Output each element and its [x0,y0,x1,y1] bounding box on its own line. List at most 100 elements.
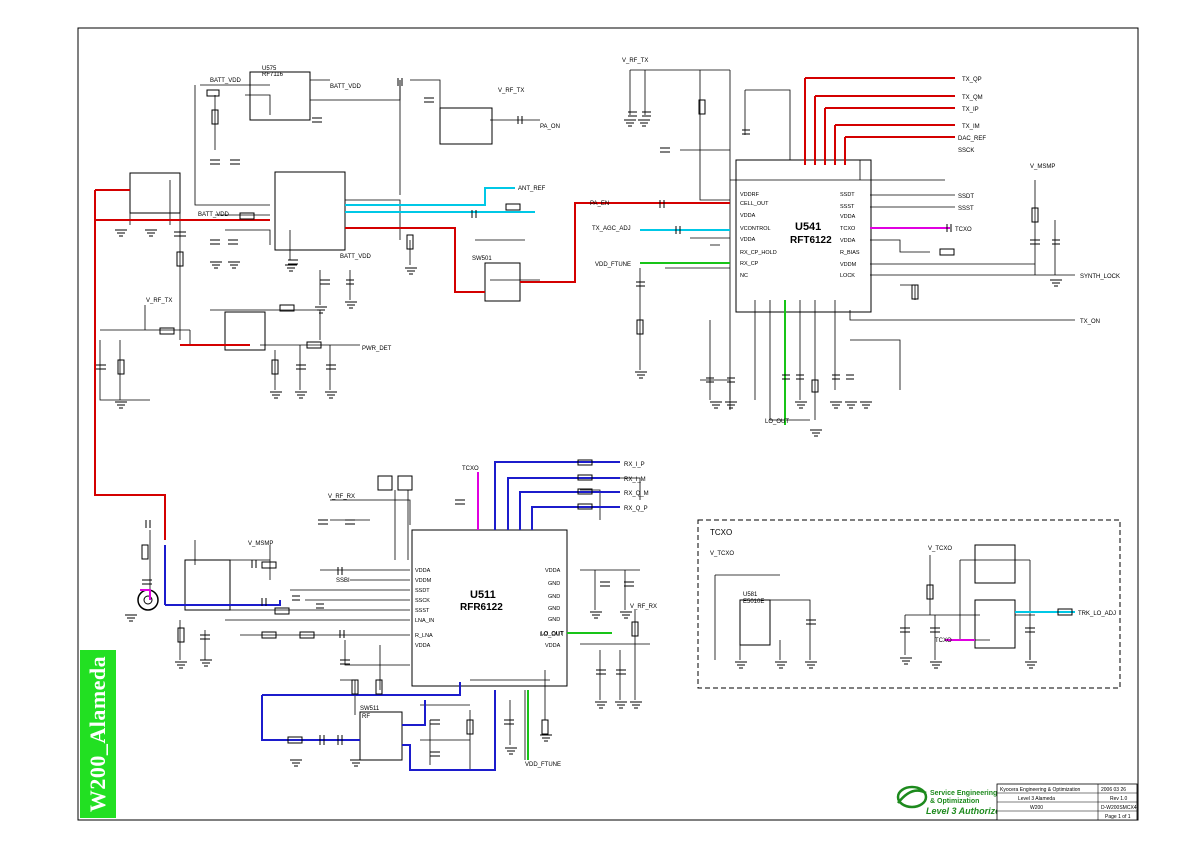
net-v-rf-tx-b: V_RF_TX [498,88,524,94]
u541-pin-7: RX_CP [740,261,759,267]
net-tx-agc-adj: TX_AGC_ADJ [592,226,631,232]
net-batt-vdd-a: BATT_VDD [210,78,242,84]
sw511-ref: SW511 [360,706,380,712]
net-ssck: SSCK [958,148,974,154]
sheet-banner: W200_Alameda [80,650,116,818]
u541-ref: U541 [795,221,821,233]
net-v-msmp-a: V_MSMP [1030,164,1055,170]
u541-pin-r2: SSST [840,204,855,210]
u573-body [129,172,181,214]
u511-pin-1: VDDA [415,568,431,574]
net-pa-en: PA_EN [590,201,609,207]
component-bodies [129,71,1016,761]
u541-pin-r4: TCXO [840,226,856,232]
title-row3-left: W200 [1030,805,1043,811]
net-v-rf-rx-a: V_RF_RX [328,494,355,500]
sheet-frame [77,27,1139,821]
u511-ref: U511 [470,589,496,601]
u511-pin-6: LNA_IN [415,618,434,624]
u541-pin-r3: VDDA [840,214,856,220]
u511-pin-8: VDDA [415,643,431,649]
green-nets [527,262,786,760]
net-synth-lock: SYNTH_LOCK [1080,274,1120,280]
net-tx-qp: TX_QP [962,77,982,83]
tcxo-dashed-box [697,519,1121,689]
net-tx-ip: TX_IP [962,107,979,113]
net-batt-vdd-b: BATT_VDD [330,84,362,90]
logo-ring-icon [896,785,928,809]
logo-line3: Level 3 Authorized [926,806,1006,816]
net-rx-ip: RX_I_P [624,462,645,468]
net-pa-on: PA_ON [540,124,560,130]
u511-pin-r3: GND [548,594,560,600]
net-lo-out: LO_OUT [765,419,789,425]
u511-pin-r1: VDDA [545,568,561,574]
net-pwr-det: PWR_DET [362,346,392,352]
sw511-body [359,711,403,761]
u511-pin-r7: VDDA [545,643,561,649]
ant-connector [137,589,159,611]
u511-pin-2: VDDM [415,578,432,584]
u581-part: E5010E [743,599,764,605]
net-trk-lo-adj: TRK_LO_ADJ [1078,611,1116,617]
net-v-rf-tx-a: V_RF_TX [622,58,648,64]
passive-marks [96,78,1073,757]
u541-pin-5: VDDA [740,237,756,243]
tcxo-box-label: TCXO [710,528,732,537]
u575-ref: U575 [262,66,277,72]
title-row3-right: D-W200SMCX4 [1101,805,1137,811]
u541-part: RFT6122 [790,235,832,246]
u541-pin-r8: LOCK [840,273,855,279]
u574-body [274,171,346,251]
net-batt-vdd-c: BATT_VDD [198,212,230,218]
u541-pin-r5: VDDA [840,238,856,244]
net-lo-out-b: LO_OUT [540,632,564,638]
u541-pin-6: RX_CP_HOLD [740,250,777,256]
u511-pin-r4: GND [548,606,560,612]
filter-body [184,559,231,611]
sw501-ref: SW501 [472,256,492,262]
net-dac-ref: DAC_REF [958,136,986,142]
sw501-body [484,262,521,302]
net-ssbi: SSBI [336,578,350,584]
net-tx-qm: TX_QM [962,95,983,101]
black-wires [99,69,1075,770]
title-row1-right: 2006 03 26 [1101,787,1126,793]
logo: Service Engineering & Optimization Level… [896,785,1006,816]
net-v-rf-tx-c: V_RF_TX [146,298,172,304]
u511-body [411,529,568,687]
net-labels: TX_QP TX_QM TX_IP TX_IM DAC_REF SSCK SSD… [146,58,1120,768]
u575-part: RF7116 [262,72,284,78]
cyan-nets [345,187,1075,613]
net-vdd-ftune-b: VDD_FTUNE [525,762,561,768]
u541-body [735,159,872,313]
u541-pin-r7: VDDM [840,262,857,268]
u541-pin-2: CELL_OUT [740,201,769,207]
u511-pin-5: SSST [415,608,430,614]
net-tcxo-c: TCXO [462,466,479,472]
net-rx-im: RX_I_M [624,477,646,483]
u511-part: RFR6122 [460,602,503,613]
u577-body [224,311,266,351]
u541-pin-8: NC [740,273,748,279]
u541-pin-r6: R_BIAS [840,250,860,256]
logo-line1: Service Engineering [930,790,997,797]
u583-body [974,599,1016,649]
net-ssst: SSST [958,206,974,212]
logo-line2: & Optimization [930,798,979,805]
title-row1-left: Kyocera Engineering & Optimization [1000,787,1081,793]
net-v-tcxo-a: V_TCXO [710,551,734,557]
tcxo-net-magenta [140,227,975,641]
title-row2-left: Level 3 Alameda [1018,796,1055,802]
u511-pin-7: R_LNA [415,633,433,639]
net-tcxo-b: TCXO [935,638,952,644]
net-v-msmp-b: V_MSMP [248,541,273,547]
net-v-tcxo-b: V_TCXO [928,546,952,552]
net-tcxo: TCXO [955,227,972,233]
chip-labels: U541 RFT6122 U511 RFR6122 U575 RF7116 U5… [262,66,832,720]
u511-pin-r5: GND [548,617,560,623]
net-tx-im: TX_IM [962,124,980,130]
u575-body [249,71,311,121]
title-row2-right: Rev 1.0 [1110,796,1127,802]
